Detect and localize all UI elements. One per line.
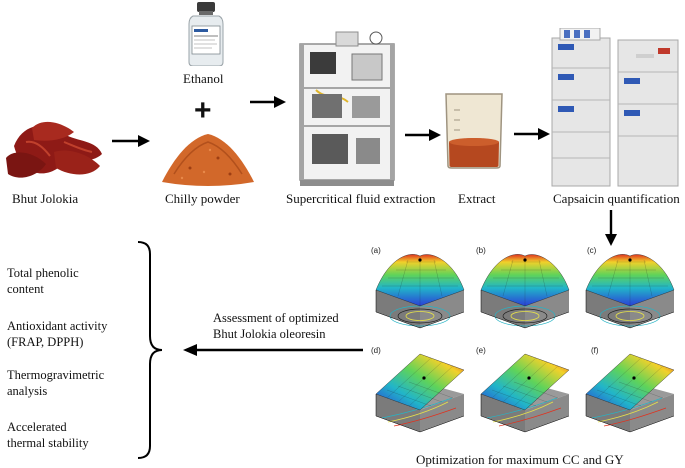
capsaicin-quantification-label: Capsaicin quantification <box>553 191 680 206</box>
ethanol-bottle-image <box>187 2 225 66</box>
arrow-sfe-to-extract <box>405 129 441 141</box>
assessment-label-line1: Assessment of optimized <box>213 311 339 325</box>
chilly-powder-label: Chilly powder <box>165 191 240 206</box>
panel-tag-c: (c) <box>587 246 597 255</box>
surface-panel-d <box>375 353 465 433</box>
surface-panel-c <box>585 253 675 329</box>
surface-panel-b <box>480 253 570 329</box>
panel-tag-d: (d) <box>371 346 381 355</box>
assessment-item-phenolic: Total phenolic content <box>7 266 79 296</box>
panel-tag-a: (a) <box>371 246 381 255</box>
surface-panel-f <box>585 353 675 433</box>
panel-tag-f: (f) <box>591 346 599 355</box>
extract-label: Extract <box>458 191 496 206</box>
optimization-label: Optimization for maximum CC and GY <box>416 452 624 467</box>
assessment-label-line2: Bhut Jolokia oleoresin <box>213 327 326 341</box>
arrow-extract-to-hplc <box>514 128 550 140</box>
response-surface-grid <box>368 244 683 450</box>
panel-tag-e: (e) <box>476 346 486 355</box>
sfe-label: Supercritical fluid extraction <box>286 191 436 206</box>
assessment-bracket <box>137 241 163 459</box>
bhut-jolokia-image <box>4 112 108 186</box>
arrow-optimization-to-assessment <box>183 344 363 356</box>
assessment-item-antioxidant: Antioxidant activity (FRAP, DPPH) <box>7 319 108 349</box>
arrow-powder-to-sfe <box>250 96 286 108</box>
ethanol-label: Ethanol <box>183 71 224 86</box>
chilly-powder-image <box>160 128 256 186</box>
bhut-jolokia-label: Bhut Jolokia <box>12 191 79 206</box>
arrow-jolokia-to-powder <box>112 135 150 147</box>
panel-tag-b: (b) <box>476 246 486 255</box>
assessment-item-thermogravimetric: Thermogravimetric analysis <box>7 368 105 398</box>
extract-beaker-image <box>440 90 508 170</box>
assessment-item-thermal-stability: Accelerated thermal stability <box>7 420 89 450</box>
arrow-hplc-to-optimization <box>605 210 617 246</box>
hplc-instruments-image <box>548 28 681 188</box>
plus-sign: + <box>194 94 212 127</box>
sfe-equipment-image <box>296 30 398 188</box>
surface-panel-a <box>375 253 465 329</box>
surface-panel-e <box>480 353 570 433</box>
